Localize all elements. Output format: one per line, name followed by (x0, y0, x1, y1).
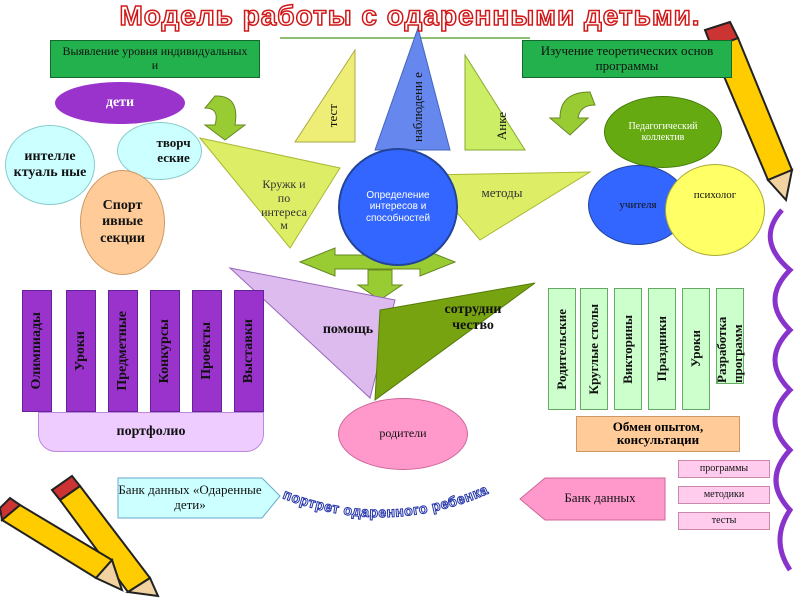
psychologist-ellipse: психолог (665, 164, 765, 256)
top-left-box: Выявление уровня индивидуальных и (50, 40, 260, 78)
left-column-item: Проекты (192, 290, 222, 412)
children-ellipse: дети (55, 82, 185, 124)
parents-ellipse: родители (338, 398, 468, 470)
exchange-label: Обмен опытом, (612, 419, 704, 435)
right-column-item: Родительские (548, 288, 576, 410)
right-column-label: Уроки (688, 330, 703, 368)
right-column-label: Разработка программ (714, 316, 745, 383)
exchange-continuation: консультации (616, 432, 700, 447)
right-column-item: Круглые столы (580, 288, 608, 410)
top-right-box: Изучение теоретических основ программы (522, 40, 732, 78)
bank-item: тесты (678, 512, 770, 530)
left-column-item: Предметные (108, 290, 138, 412)
triangle-clubs (198, 137, 341, 249)
down-arrow-center (356, 269, 404, 301)
right-column-label: Праздники (654, 316, 669, 382)
page-title: Модель работы с одаренными детьми. (119, 0, 701, 32)
portrait-curved-text: портрет одаренного ребенка (281, 481, 490, 520)
left-column-label: Уроки (73, 330, 88, 372)
sport-ellipse: Спорт ивные секции (80, 170, 165, 275)
bank-right-label: Банк данных (564, 489, 636, 505)
right-column-item: Разработка программ (714, 288, 745, 384)
curved-arrow-right (548, 91, 596, 136)
curved-arrow-left (203, 95, 247, 141)
right-column-item: Викторины (614, 288, 642, 410)
intellectual-ellipse: интелле ктуаль ные (5, 125, 95, 205)
left-column-label: Конкурсы (157, 318, 172, 384)
right-column-label: Родительские (554, 308, 569, 390)
left-column-label: Проекты (199, 322, 214, 380)
right-column-label: Викторины (620, 314, 635, 384)
center-circle: Определение интересов и способностей (338, 148, 458, 266)
survey-label: Анке (493, 112, 509, 141)
left-column-item: Олимпиады (22, 290, 52, 412)
left-column-item: Выставки (234, 290, 264, 412)
pencil-icon-left-2 (0, 496, 124, 592)
triangle-test (294, 48, 356, 143)
decorative-squiggle (767, 208, 794, 572)
methods-label: методы (481, 185, 523, 200)
left-column-label: Выставки (241, 318, 256, 384)
triangle-cooperation (374, 282, 536, 402)
portfolio-box: портфолио (38, 412, 264, 452)
left-column-label: Олимпиады (29, 312, 44, 390)
clubs-label: Кружк и по интереса м (261, 177, 307, 233)
left-column-label: Предметные (115, 311, 130, 391)
left-column-item: Конкурсы (150, 290, 180, 412)
observation-label: наблюдени е (409, 72, 425, 142)
left-column-item: Уроки (66, 290, 96, 412)
right-column-item: Праздники (648, 288, 676, 410)
cooperation-label: сотрудни чество (444, 302, 502, 334)
bank-left-label: Банк данных «Одаренные дети» (118, 482, 262, 512)
help-label: помощь (322, 322, 374, 337)
right-column-label: Круглые столы (586, 303, 601, 395)
bank-right-arrow (519, 477, 666, 521)
bank-left-arrow (117, 477, 281, 519)
right-column-item: Уроки (682, 288, 710, 410)
triangle-survey (464, 53, 526, 151)
pedagogical-ellipse: Педагогический коллектив (604, 96, 722, 168)
test-label: тест (324, 104, 340, 128)
bank-item: программы (678, 460, 770, 478)
bank-item: методики (678, 486, 770, 504)
exchange-box: Обмен опытом, консультации (576, 416, 740, 452)
pencil-icon-left-1 (50, 474, 160, 598)
